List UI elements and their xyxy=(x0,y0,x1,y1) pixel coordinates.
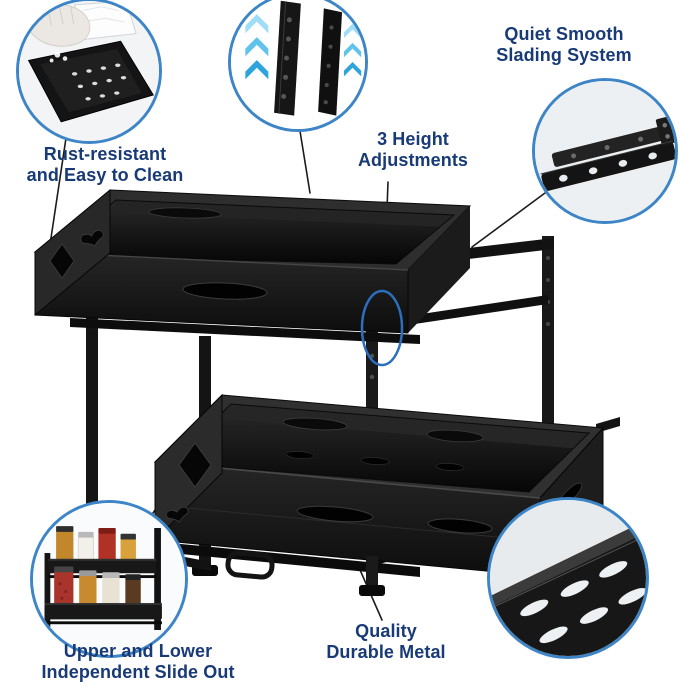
label-line: Independent Slide Out xyxy=(41,662,235,683)
metal-callout-circle xyxy=(487,497,649,659)
label-durable-metal: Quality Durable Metal xyxy=(298,621,474,663)
label-line: Adjustments xyxy=(357,150,469,171)
label-line: Durable Metal xyxy=(326,642,446,663)
label-line: Slading System xyxy=(496,45,632,66)
label-line: 3 Height xyxy=(377,129,449,149)
label-line: Quality xyxy=(355,621,417,641)
label-line: Rust-resistant xyxy=(43,144,167,164)
loaded-organizer-callout-circle xyxy=(30,500,188,658)
cleaning-illustration xyxy=(19,1,159,141)
label-line: Upper and Lower xyxy=(63,641,213,661)
top-basket xyxy=(33,188,548,344)
label-sliding-system: Quiet Smooth Slading System xyxy=(474,24,654,66)
cleaning-callout-circle xyxy=(16,0,162,144)
label-line: and Easy to Clean xyxy=(26,165,184,186)
height-callout-circle xyxy=(228,0,368,132)
label-independent-slide-out: Upper and Lower Independent Slide Out xyxy=(10,641,266,683)
label-height-adjustments: 3 Height Adjustments xyxy=(340,129,486,171)
front-post-lower xyxy=(359,556,385,596)
slide-rail-callout-circle xyxy=(532,78,678,224)
height-adjust-highlight-ellipse xyxy=(360,289,404,367)
label-line: Quiet Smooth xyxy=(504,24,624,44)
metal-corner-illustration xyxy=(490,500,646,656)
label-rust-resistant: Rust-resistant and Easy to Clean xyxy=(0,144,210,186)
up-arrow-icon xyxy=(245,14,362,80)
slide-rail-illustration xyxy=(535,81,675,221)
pull-handle xyxy=(225,550,275,580)
loaded-organizer-illustration xyxy=(33,503,185,655)
height-adjust-illustration xyxy=(231,0,365,129)
